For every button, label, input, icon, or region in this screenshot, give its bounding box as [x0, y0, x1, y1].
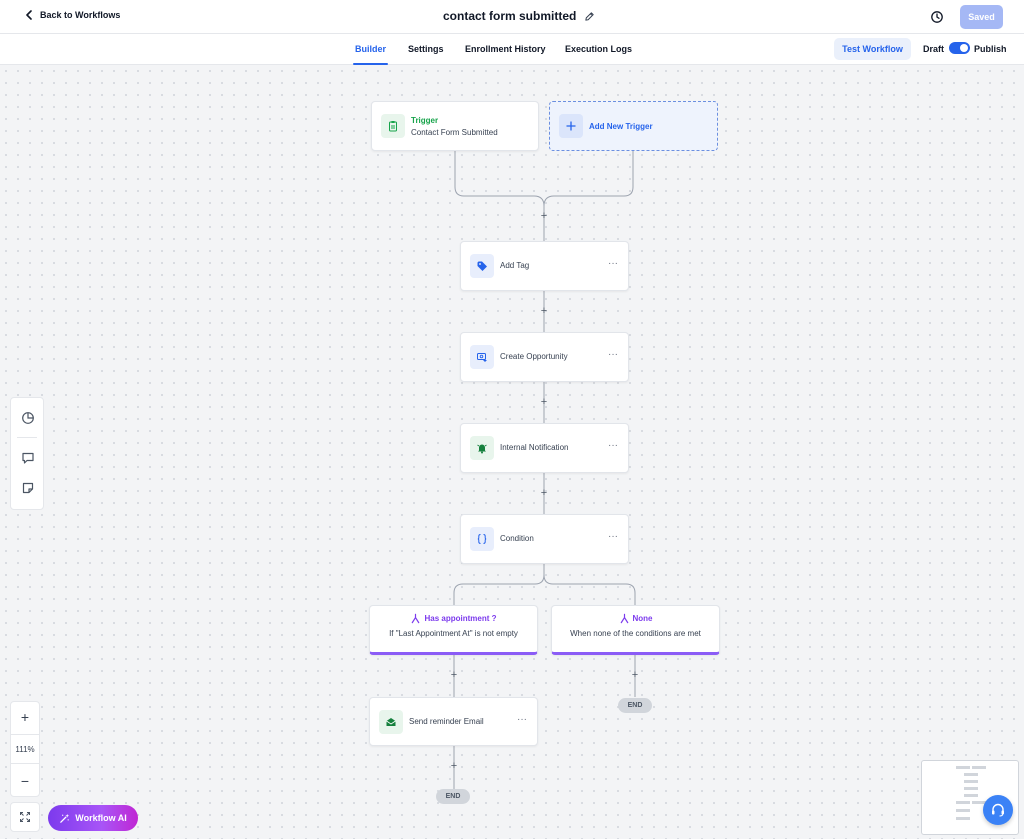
- step-label: Internal Notification: [500, 443, 569, 452]
- step-label: Condition: [500, 534, 534, 543]
- zoom-out-button[interactable]: −: [20, 773, 30, 789]
- plus-icon: [559, 114, 583, 138]
- trigger-name: Contact Form Submitted: [411, 128, 498, 137]
- step-condition[interactable]: Condition ···: [460, 514, 629, 564]
- branch-icon: [620, 613, 628, 624]
- history-icon[interactable]: [930, 10, 944, 24]
- opportunity-icon: [470, 345, 494, 369]
- bell-icon: [470, 436, 494, 460]
- magic-wand-icon: [60, 813, 70, 823]
- trigger-node[interactable]: Trigger Contact Form Submitted: [371, 101, 539, 151]
- tab-builder[interactable]: Builder: [352, 44, 389, 65]
- branch-title: Has appointment ?: [424, 614, 497, 623]
- top-bar: Back to Workflows contact form submitted…: [0, 0, 1024, 34]
- minimap-preview: [956, 766, 986, 820]
- tag-icon: [470, 254, 494, 278]
- braces-icon: [470, 527, 494, 551]
- tab-execution-logs[interactable]: Execution Logs: [565, 44, 633, 54]
- branch-icon: [412, 613, 420, 624]
- trigger-type-label: Trigger: [411, 116, 439, 125]
- zoom-controls: + 111% −: [10, 701, 40, 797]
- tab-bar: Builder Settings Enrollment History Exec…: [0, 34, 1024, 65]
- end-marker: END: [618, 698, 652, 713]
- more-options-icon[interactable]: ···: [517, 714, 527, 725]
- fit-view-button[interactable]: [10, 802, 40, 832]
- step-label: Add Tag: [500, 261, 530, 270]
- back-to-workflows-link[interactable]: Back to Workflows: [24, 10, 120, 20]
- workflow-title: contact form submitted: [443, 9, 595, 23]
- add-step-plus[interactable]: +: [450, 669, 458, 681]
- add-step-plus[interactable]: +: [450, 760, 458, 772]
- add-step-plus[interactable]: +: [540, 487, 548, 499]
- email-icon: [379, 710, 403, 734]
- workflow-canvas[interactable]: Trigger Contact Form Submitted Add New T…: [0, 65, 1024, 839]
- workflow-title-text: contact form submitted: [443, 9, 577, 23]
- clipboard-icon: [381, 114, 405, 138]
- sticky-note-icon[interactable]: [21, 481, 35, 495]
- step-create-opportunity[interactable]: Create Opportunity ···: [460, 332, 629, 382]
- workflow-ai-button[interactable]: Workflow AI: [48, 805, 138, 831]
- expand-icon: [20, 812, 30, 822]
- end-marker: END: [436, 789, 470, 804]
- more-options-icon[interactable]: ···: [608, 440, 618, 451]
- help-support-button[interactable]: [983, 795, 1013, 825]
- step-label: Send reminder Email: [409, 717, 484, 726]
- add-new-trigger-label: Add New Trigger: [589, 122, 653, 131]
- branch-none[interactable]: None When none of the conditions are met: [551, 605, 720, 655]
- draft-label: Draft: [923, 44, 945, 54]
- zoom-in-button[interactable]: +: [20, 709, 30, 725]
- more-options-icon[interactable]: ···: [608, 258, 618, 269]
- add-step-plus[interactable]: +: [540, 210, 548, 222]
- branch-title: None: [632, 614, 653, 623]
- tab-settings[interactable]: Settings: [408, 44, 444, 54]
- step-label: Create Opportunity: [500, 352, 568, 361]
- step-send-reminder-email[interactable]: Send reminder Email ···: [369, 697, 538, 746]
- chevron-left-icon: [26, 10, 32, 20]
- test-workflow-button[interactable]: Test Workflow: [834, 38, 911, 60]
- comment-icon[interactable]: [21, 451, 35, 465]
- add-new-trigger-button[interactable]: Add New Trigger: [549, 101, 718, 151]
- branch-description: When none of the conditions are met: [570, 629, 701, 638]
- back-label: Back to Workflows: [40, 10, 121, 20]
- pencil-icon[interactable]: [584, 11, 595, 22]
- step-add-tag[interactable]: Add Tag ···: [460, 241, 629, 291]
- tab-enrollment-history[interactable]: Enrollment History: [465, 44, 546, 54]
- canvas-tools-panel: [10, 397, 44, 510]
- more-options-icon[interactable]: ···: [608, 349, 618, 360]
- publish-toggle[interactable]: [949, 42, 970, 54]
- headset-icon: [992, 803, 1004, 817]
- publish-label: Publish: [974, 44, 1007, 54]
- pie-chart-icon[interactable]: [21, 411, 35, 425]
- step-internal-notification[interactable]: Internal Notification ···: [460, 423, 629, 473]
- add-step-plus[interactable]: +: [631, 669, 639, 681]
- tools-divider: [17, 437, 37, 438]
- branch-has-appointment[interactable]: Has appointment ? If "Last Appointment A…: [369, 605, 538, 655]
- workflow-ai-label: Workflow AI: [75, 813, 127, 823]
- more-options-icon[interactable]: ···: [608, 531, 618, 542]
- saved-button[interactable]: Saved: [960, 5, 1003, 29]
- add-step-plus[interactable]: +: [540, 396, 548, 408]
- flow-connectors: [453, 151, 636, 789]
- branch-description: If "Last Appointment At" is not empty: [389, 629, 518, 638]
- zoom-level: 111%: [11, 734, 39, 764]
- add-step-plus[interactable]: +: [540, 305, 548, 317]
